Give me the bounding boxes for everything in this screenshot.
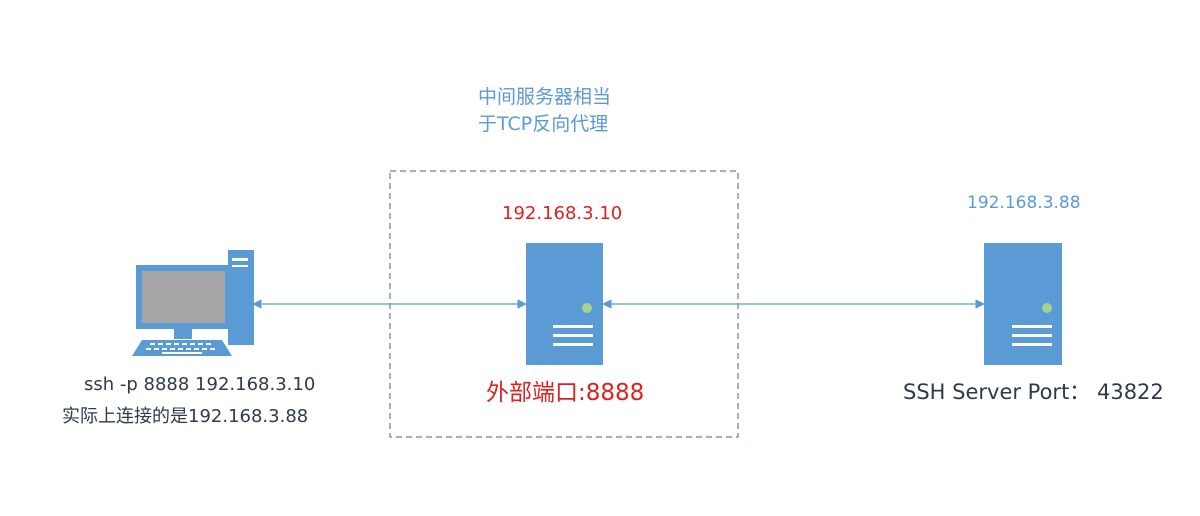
- server-status-light: [582, 303, 592, 313]
- proxy-port-label: 外部端口:8888: [486, 380, 645, 406]
- proxy-description-line1: 中间服务器相当: [478, 86, 612, 108]
- client-command-label: ssh -p 8888 192.168.3.10: [84, 374, 316, 395]
- monitor-screen: [142, 271, 225, 323]
- client-note-label: 实际上连接的是192.168.3.88: [62, 406, 309, 427]
- server-status-light: [1042, 303, 1052, 313]
- proxy-description-line2: 于TCP反向代理: [478, 113, 609, 135]
- client-computer-icon: [132, 250, 254, 356]
- proxy-ip-label: 192.168.3.10: [502, 203, 623, 224]
- proxy-description: 中间服务器相当 于TCP反向代理: [478, 84, 648, 138]
- server-port-label: SSH Server Port： 43822: [903, 380, 1164, 404]
- proxy-server-icon: [526, 243, 603, 365]
- server-ip-label: 192.168.3.88: [967, 193, 1081, 213]
- ssh-server-icon: [984, 243, 1062, 365]
